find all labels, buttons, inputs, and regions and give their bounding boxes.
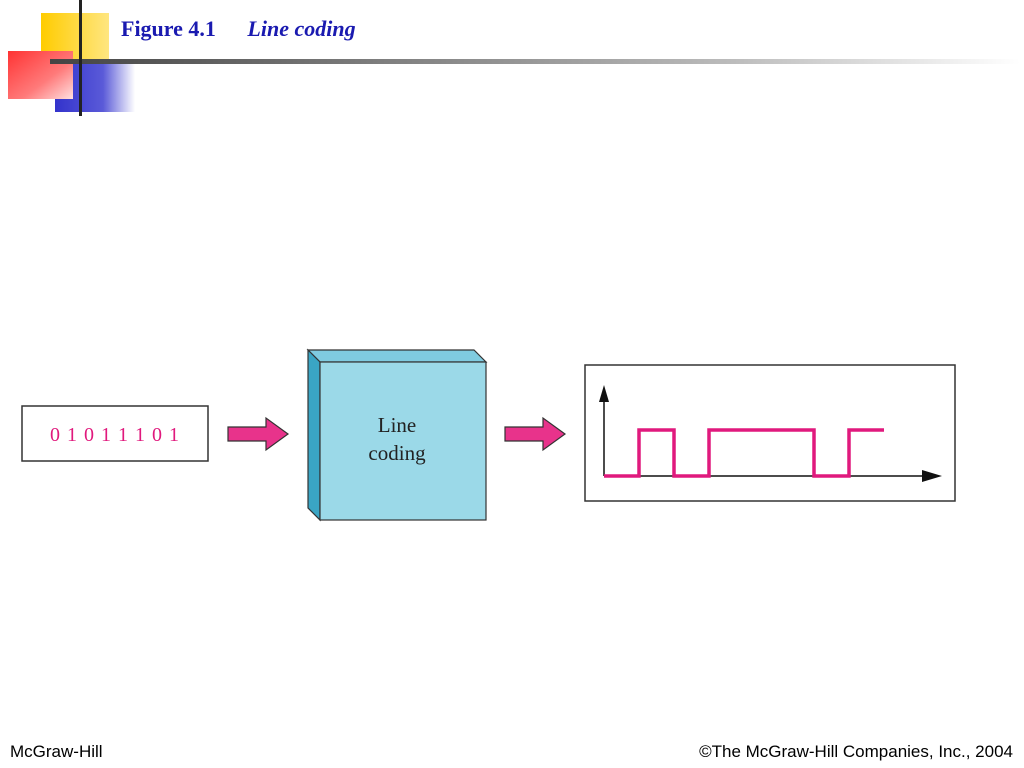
input-bits-box	[21, 405, 209, 462]
title-rule	[50, 59, 1020, 64]
footer-publisher: McGraw-Hill	[10, 742, 103, 761]
signal-box	[584, 364, 956, 502]
arrow-to-encoder	[227, 416, 290, 452]
line-coding-block: Line coding	[306, 348, 488, 522]
footer-copyright: ©The McGraw-Hill Companies, Inc., 2004	[699, 742, 1013, 761]
deco-vertical-rule	[79, 0, 82, 116]
figure-number: Figure 4.1	[121, 16, 216, 41]
digital-signal-waveform	[604, 428, 884, 478]
input-bits-text: 0 1 0 1 1 1 0 1	[50, 424, 180, 446]
slide-title: Figure 4.1 Line coding	[121, 16, 356, 42]
block-top-face	[306, 349, 488, 363]
figure-caption: Line coding	[247, 16, 356, 41]
block-label-line1: Line	[378, 413, 416, 437]
block-side-face	[307, 348, 321, 522]
x-axis-arrowhead	[922, 470, 942, 482]
block-front-face	[319, 361, 487, 521]
y-axis-arrowhead	[599, 385, 609, 402]
block-label-line2: coding	[368, 441, 426, 465]
arrow-to-signal	[504, 416, 567, 452]
corner-decoration	[8, 0, 1020, 116]
